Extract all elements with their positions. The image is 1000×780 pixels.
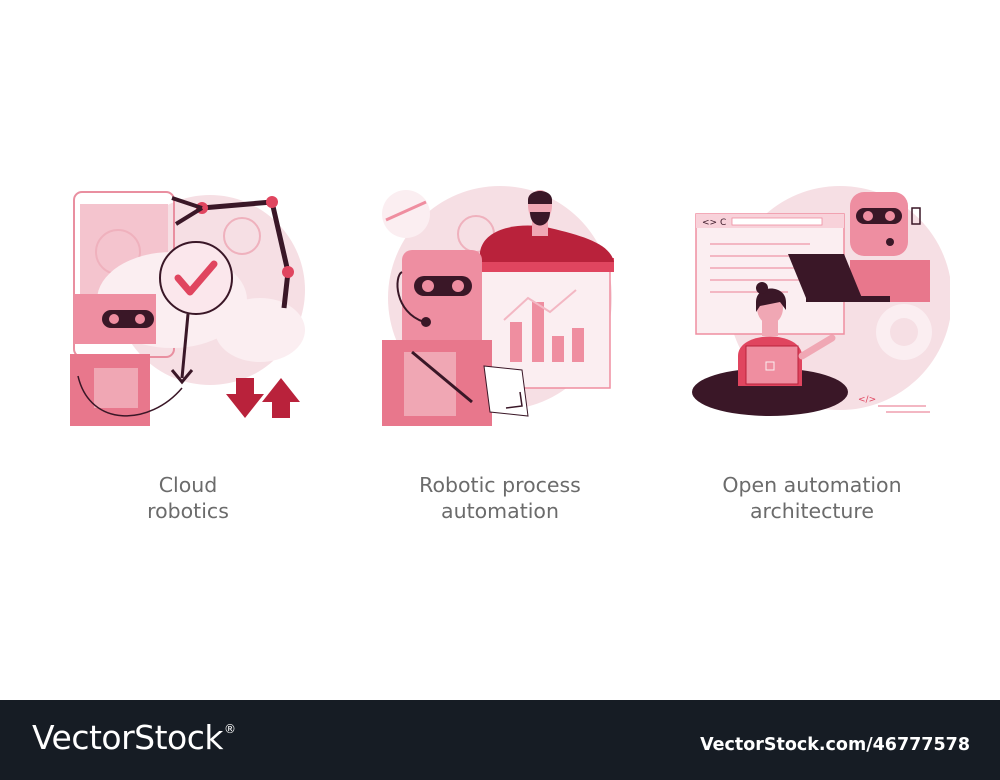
caption-robotic-process-automation: Robotic process automation [350,472,650,524]
caption-line: robotics [147,499,229,523]
svg-text:</>: </> [858,395,876,405]
caption-line: Robotic process [419,473,581,497]
illustration-cloud-robotics [60,180,320,430]
logo-text: VectorStock [32,718,224,757]
caption-cloud-robotics: Cloud robotics [38,472,338,524]
illustration-open-automation-architecture: <> C </> [690,180,950,430]
svg-text:<> C: <> C [702,218,726,228]
caption-line: automation [441,499,559,523]
caption-open-automation-architecture: Open automation architecture [662,472,962,524]
watermark-footer: VectorStock® VectorStock.com/46777578 [0,700,1000,780]
caption-line: architecture [749,499,875,523]
vectorstock-logo: VectorStock® [32,718,236,757]
caption-line: Open automation [722,473,902,497]
image-id: VectorStock.com/46777578 [700,735,970,755]
illustration-robotic-process-automation [372,180,632,430]
registered-mark: ® [224,722,236,736]
caption-line: Cloud [158,473,218,497]
